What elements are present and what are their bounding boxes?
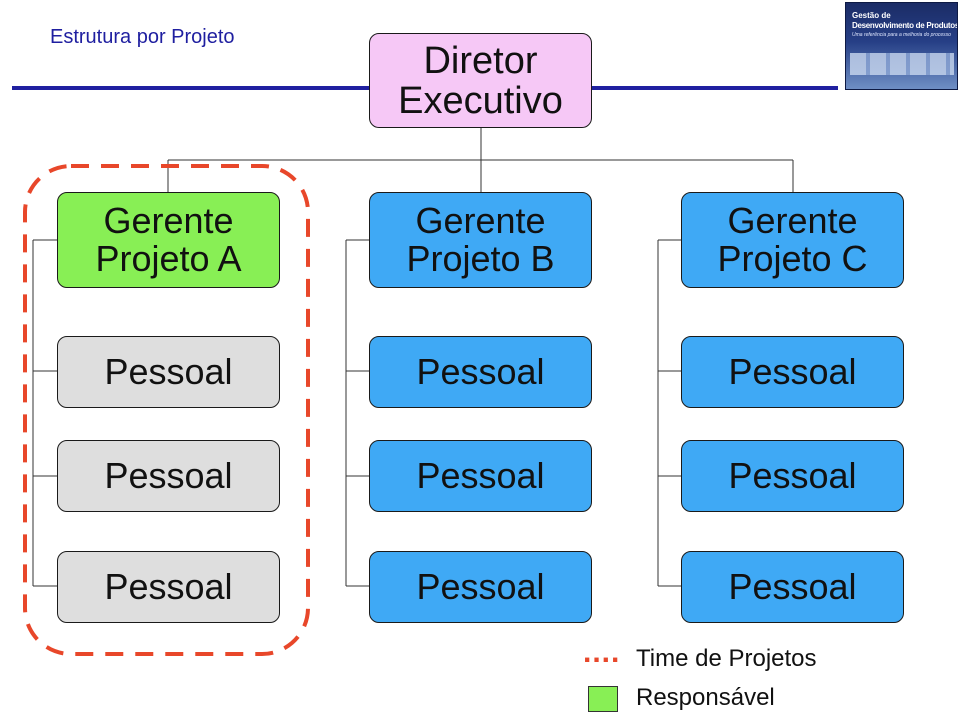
legend-responsible-swatch [588,686,618,712]
staff-c1-box: Pessoal [681,336,904,408]
legend-responsible-label: Responsável [636,684,775,711]
director-box: Diretor Executivo [369,33,592,128]
staff-a2-box: Pessoal [57,440,280,512]
manager-c-box: Gerente Projeto C [681,192,904,288]
staff-c2-box: Pessoal [681,440,904,512]
logo-text-line2: Desenvolvimento de Produtos [852,21,958,30]
slide-title: Estrutura por Projeto [50,26,235,48]
logo-graphic [850,53,954,75]
staff-b3-box: Pessoal [369,551,592,623]
staff-c3-box: Pessoal [681,551,904,623]
staff-a3-box: Pessoal [57,551,280,623]
team-outline-dashed [23,164,310,656]
staff-b2-box: Pessoal [369,440,592,512]
logo-text-line1: Gestão de [852,11,891,20]
legend-team-label: Time de Projetos [636,645,817,672]
staff-b1-box: Pessoal [369,336,592,408]
logo-text-line3: Uma referência para a melhoria do proces… [852,32,951,38]
logo: Gestão de Desenvolvimento de Produtos Um… [845,2,958,90]
manager-b-box: Gerente Projeto B [369,192,592,288]
staff-a1-box: Pessoal [57,336,280,408]
manager-a-box: Gerente Projeto A [57,192,280,288]
legend-team-marker: .... [583,636,621,669]
